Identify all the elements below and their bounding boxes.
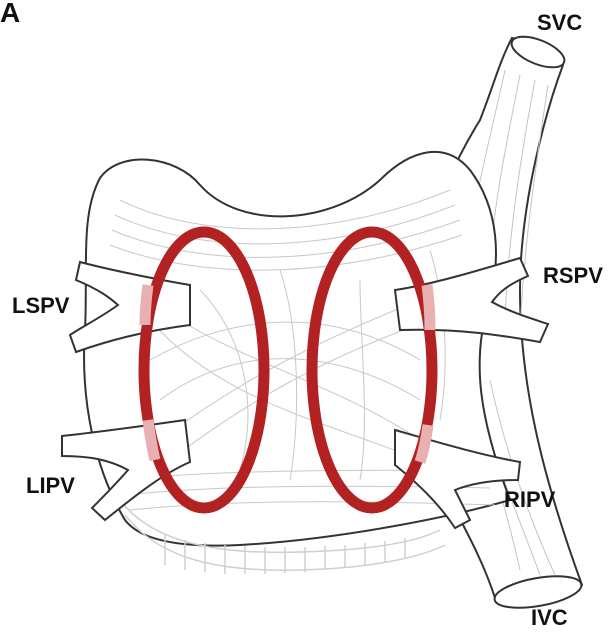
label-lspv: LSPV [12, 293, 70, 318]
ring-vein-segment-lspv [145, 285, 148, 325]
label-ripv: RIPV [504, 487, 556, 512]
label-ivc: IVC [531, 605, 568, 630]
label-lipv: LIPV [26, 473, 75, 498]
ring-vein-segment-lipv [148, 420, 155, 460]
label-rspv: RSPV [543, 263, 603, 288]
ring-vein-segment-rspv [427, 285, 430, 330]
panel-label: A [0, 0, 20, 28]
label-svc: SVC [537, 10, 582, 35]
